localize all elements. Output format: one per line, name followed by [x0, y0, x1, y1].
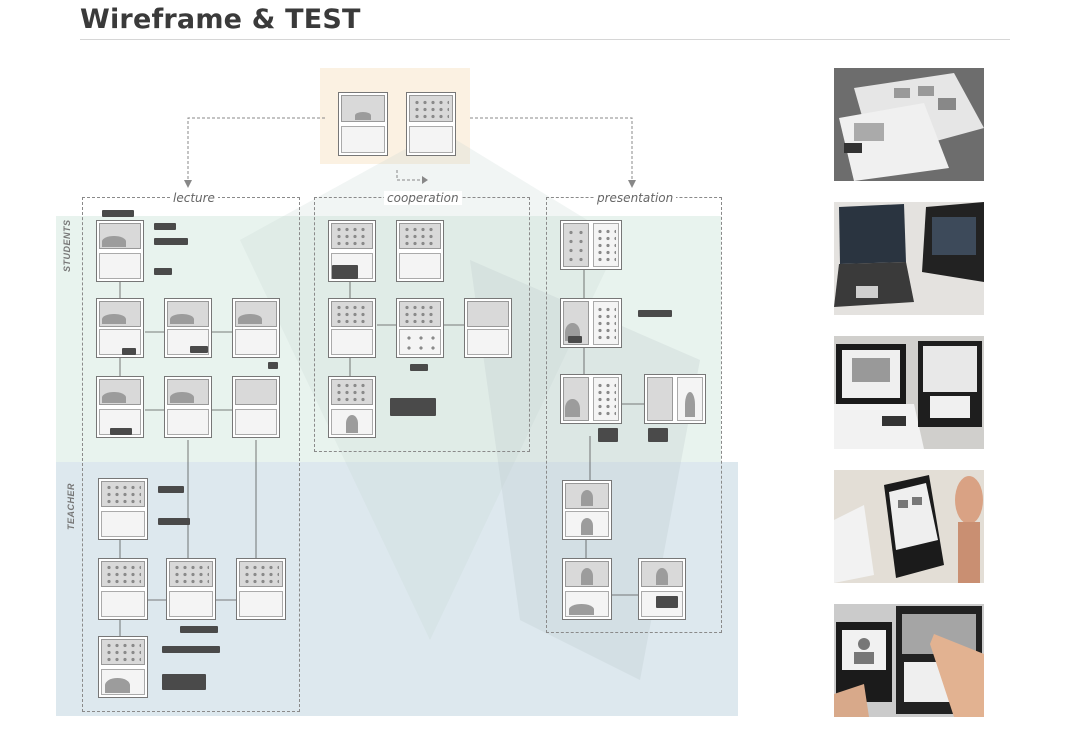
annotation-note [410, 364, 428, 371]
annotation-note [190, 346, 208, 353]
presentation-label: presentation [594, 191, 677, 205]
lecture-student-device [96, 376, 144, 438]
annotation-note [110, 428, 132, 435]
lecture-label: lecture [170, 191, 218, 205]
lecture-student-device [96, 220, 144, 282]
test-photo-wireframe-sheets [834, 68, 984, 181]
photo-paper-sheets [834, 68, 984, 181]
test-photo-raised-hand [834, 470, 984, 583]
cooperation-device [396, 220, 444, 282]
annotation-note [656, 596, 678, 608]
test-photo-touch-interaction [834, 604, 984, 717]
presentation-device [560, 220, 622, 270]
annotation-note [162, 646, 220, 653]
test-photo-laptops [834, 202, 984, 315]
photo-paper-laptop [834, 336, 984, 449]
page-title: Wireframe & TEST [80, 4, 361, 35]
lecture-teacher-device [98, 478, 148, 540]
annotation-note [162, 674, 206, 690]
presentation-device [638, 558, 686, 620]
lecture-teacher-device [98, 558, 148, 620]
lecture-student-device [164, 298, 212, 358]
annotation-note [568, 336, 582, 343]
lecture-teacher-device [166, 558, 216, 620]
login-device [338, 92, 388, 156]
annotation-note [158, 518, 190, 525]
photo-hand-raised [834, 470, 984, 583]
annotation-note [332, 265, 358, 279]
annotation-note [648, 428, 668, 442]
presentation-device [562, 558, 612, 620]
lecture-teacher-device [236, 558, 286, 620]
annotation-note [122, 348, 136, 355]
annotation-note [158, 486, 184, 493]
lecture-student-device [232, 376, 280, 438]
photo-two-laptops [834, 202, 984, 315]
presentation-device [560, 374, 622, 424]
presentation-device [562, 480, 612, 540]
lecture-student-device [96, 298, 144, 358]
photo-finger-touch [834, 604, 984, 717]
cooperation-device [464, 298, 512, 358]
annotation-note [638, 310, 672, 317]
test-photo-paper-prototype [834, 336, 984, 449]
title-divider [80, 39, 1010, 40]
lecture-student-device [164, 376, 212, 438]
cooperation-label: cooperation [384, 191, 462, 205]
join-class-device [406, 92, 456, 156]
lecture-teacher-device [98, 636, 148, 698]
annotation-note [390, 398, 436, 416]
cooperation-device [396, 298, 444, 358]
annotation-note [102, 210, 134, 217]
presentation-device [644, 374, 706, 424]
cooperation-device [328, 376, 376, 438]
annotation-note [268, 362, 278, 369]
annotation-note [154, 268, 172, 275]
cooperation-device [328, 298, 376, 358]
annotation-note [180, 626, 218, 633]
annotation-note [598, 428, 618, 442]
lecture-student-device [232, 298, 280, 358]
annotation-note [154, 223, 176, 230]
annotation-note [154, 238, 188, 245]
